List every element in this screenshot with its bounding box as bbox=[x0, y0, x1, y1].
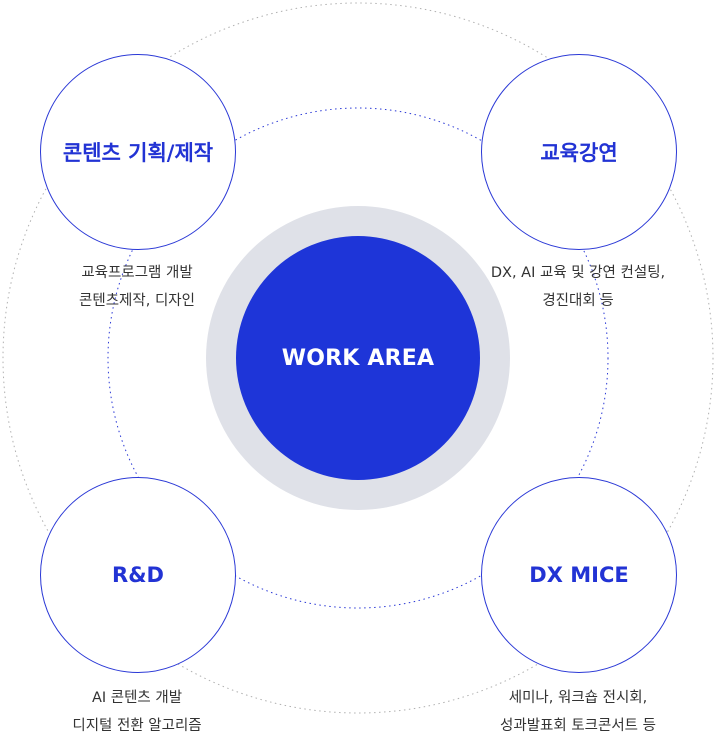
node-dx-mice: DX MICE bbox=[481, 477, 677, 673]
node-title: DX MICE bbox=[529, 563, 629, 587]
description-line: 성과발표회 토크콘서트 등 bbox=[500, 718, 656, 734]
description-line: 세미나, 워크숍 전시회, bbox=[508, 690, 648, 706]
center-label: WORK AREA bbox=[281, 345, 435, 371]
description-line: 경진대회 등 bbox=[542, 293, 614, 309]
description-line: AI 콘텐츠 개발 bbox=[91, 690, 183, 706]
description-line: 콘텐츠제작, 디자인 bbox=[79, 293, 195, 309]
description-line: DX, AI 교육 및 강연 컨설팅, bbox=[490, 265, 666, 281]
node-title: 교육강연 bbox=[540, 141, 618, 165]
description-line: 교육프로그램 개발 bbox=[81, 265, 193, 281]
node-title: 콘텐츠 기획/제작 bbox=[62, 141, 214, 165]
node-education-lecture: 교육강연 bbox=[481, 54, 677, 250]
node-content-planning: 콘텐츠 기획/제작 bbox=[40, 54, 236, 250]
node-rnd: R&D bbox=[40, 477, 236, 673]
node-title: R&D bbox=[112, 563, 164, 587]
node-description: DX, AI 교육 및 강연 컨설팅, 경진대회 등 bbox=[458, 259, 698, 315]
inner-dotted-circle bbox=[107, 107, 609, 609]
outer-dotted-circle bbox=[2, 2, 714, 714]
center-circle: WORK AREA bbox=[236, 236, 480, 480]
node-description: 교육프로그램 개발 콘텐츠제작, 디자인 bbox=[17, 259, 257, 315]
description-line: 디지털 전환 알고리즘 bbox=[72, 718, 202, 734]
node-description: AI 콘텐츠 개발 디지털 전환 알고리즘 bbox=[17, 684, 257, 740]
node-description: 세미나, 워크숍 전시회, 성과발표회 토크콘서트 등 bbox=[458, 684, 698, 740]
